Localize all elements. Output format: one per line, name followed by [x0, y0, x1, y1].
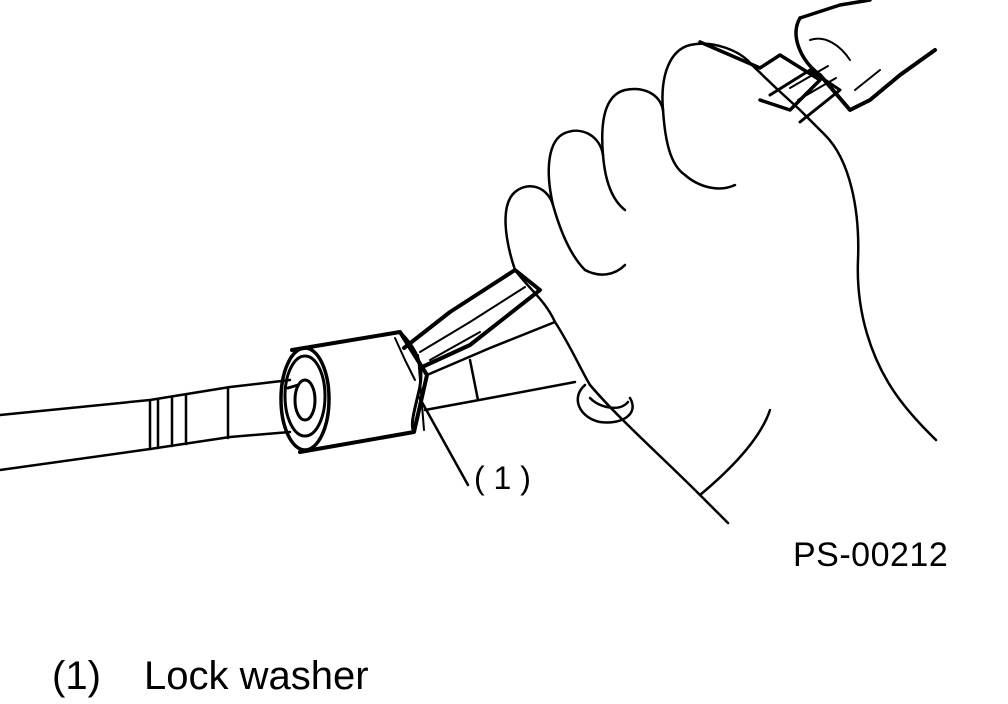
legend-text: Lock washer: [144, 654, 369, 698]
screwdriver-handle: [698, 0, 937, 124]
callout-label: ( 1 ): [474, 460, 531, 496]
lock-washer: [279, 330, 429, 454]
shaft-nut: [283, 354, 327, 438]
screwdriver-blade: [402, 268, 542, 370]
shaft: [0, 378, 292, 472]
legend: (1) Lock washer: [52, 654, 369, 699]
figure-id: PS-00212: [793, 536, 949, 574]
tool-body: [423, 320, 634, 424]
legend-number: (1): [52, 654, 101, 698]
hand: [504, 42, 938, 525]
callout-leader-line: [416, 393, 470, 487]
